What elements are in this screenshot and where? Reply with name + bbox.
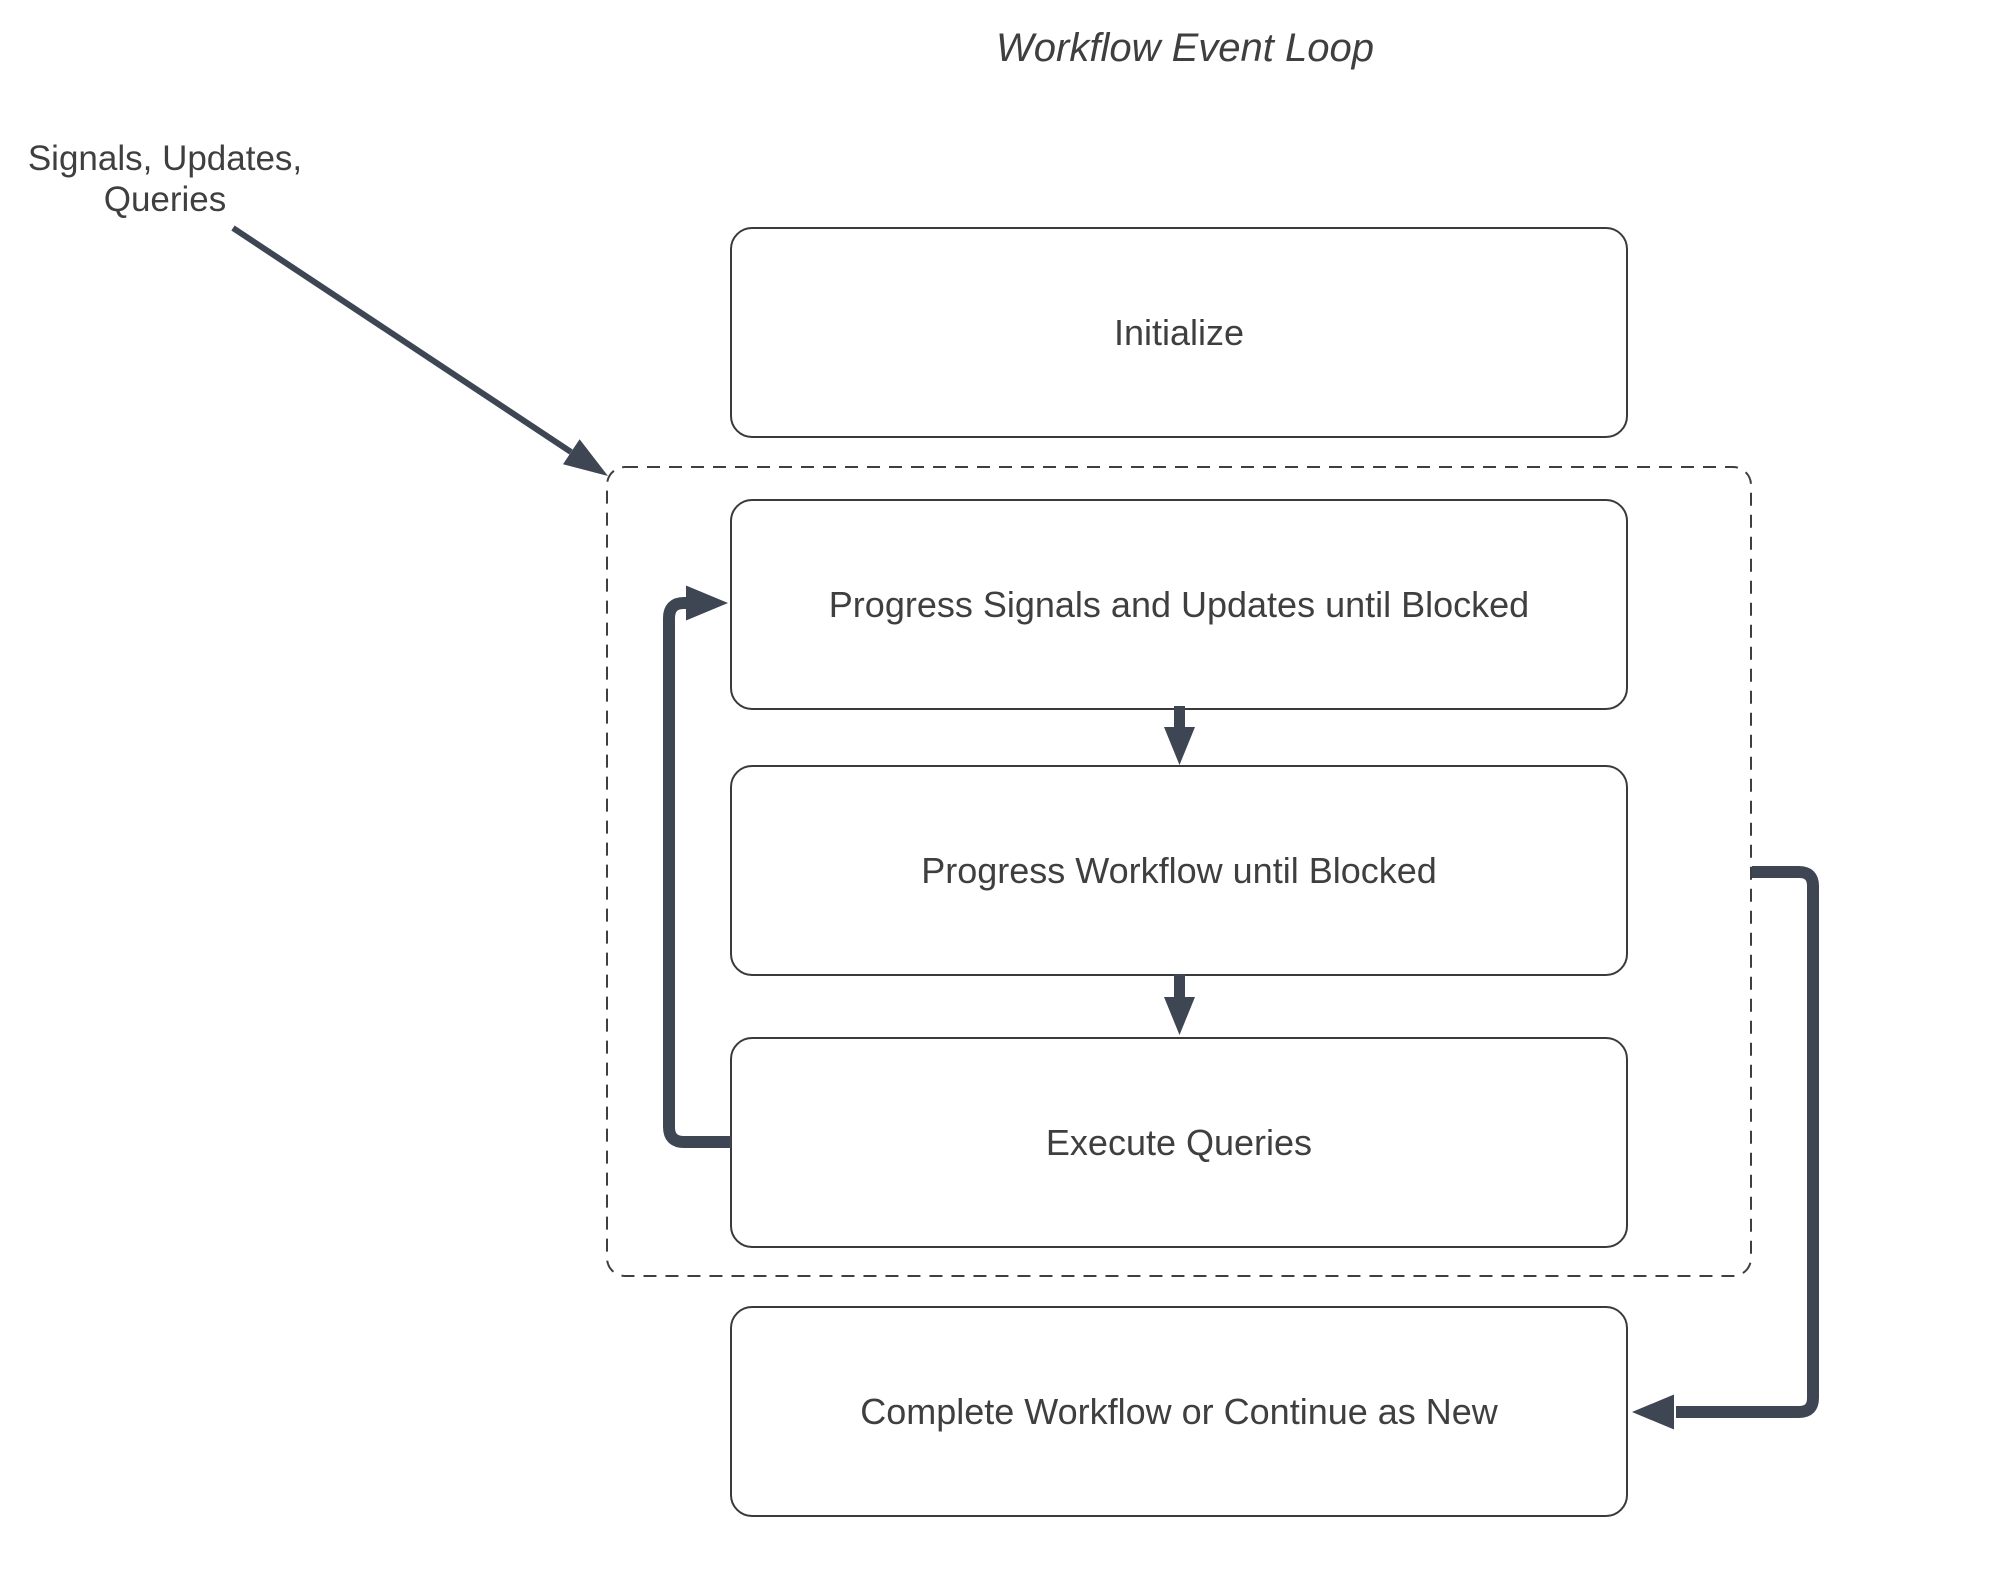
node-progress-signals: Progress Signals and Updates until Block…: [730, 499, 1628, 710]
node-initialize-label: Initialize: [1113, 311, 1245, 353]
down-arrow-1: [1164, 706, 1195, 765]
external-input-label-line1: Signals, Updates,: [27, 139, 303, 178]
diagram-title: Workflow Event Loop: [996, 26, 1374, 70]
exit-arrow: [1632, 866, 1819, 1430]
node-progress-workflow-label: Progress Workflow until Blocked: [921, 849, 1437, 891]
down-arrow-2: [1164, 974, 1195, 1035]
node-initialize: Initialize: [730, 227, 1628, 438]
node-complete-workflow: Complete Workflow or Continue as New: [730, 1306, 1628, 1517]
node-execute-queries-label: Execute Queries: [1045, 1121, 1313, 1163]
node-execute-queries: Execute Queries: [730, 1037, 1628, 1248]
node-progress-signals-label: Progress Signals and Updates until Block…: [828, 583, 1530, 625]
loop-back-arrow: [663, 585, 731, 1148]
external-input-label-line2: Queries: [103, 180, 227, 220]
node-complete-workflow-label: Complete Workflow or Continue as New: [860, 1390, 1498, 1432]
node-progress-workflow: Progress Workflow until Blocked: [730, 765, 1628, 976]
external-input-label: Signals, Updates, Queries: [15, 138, 315, 221]
external-input-arrow: [231, 225, 608, 476]
